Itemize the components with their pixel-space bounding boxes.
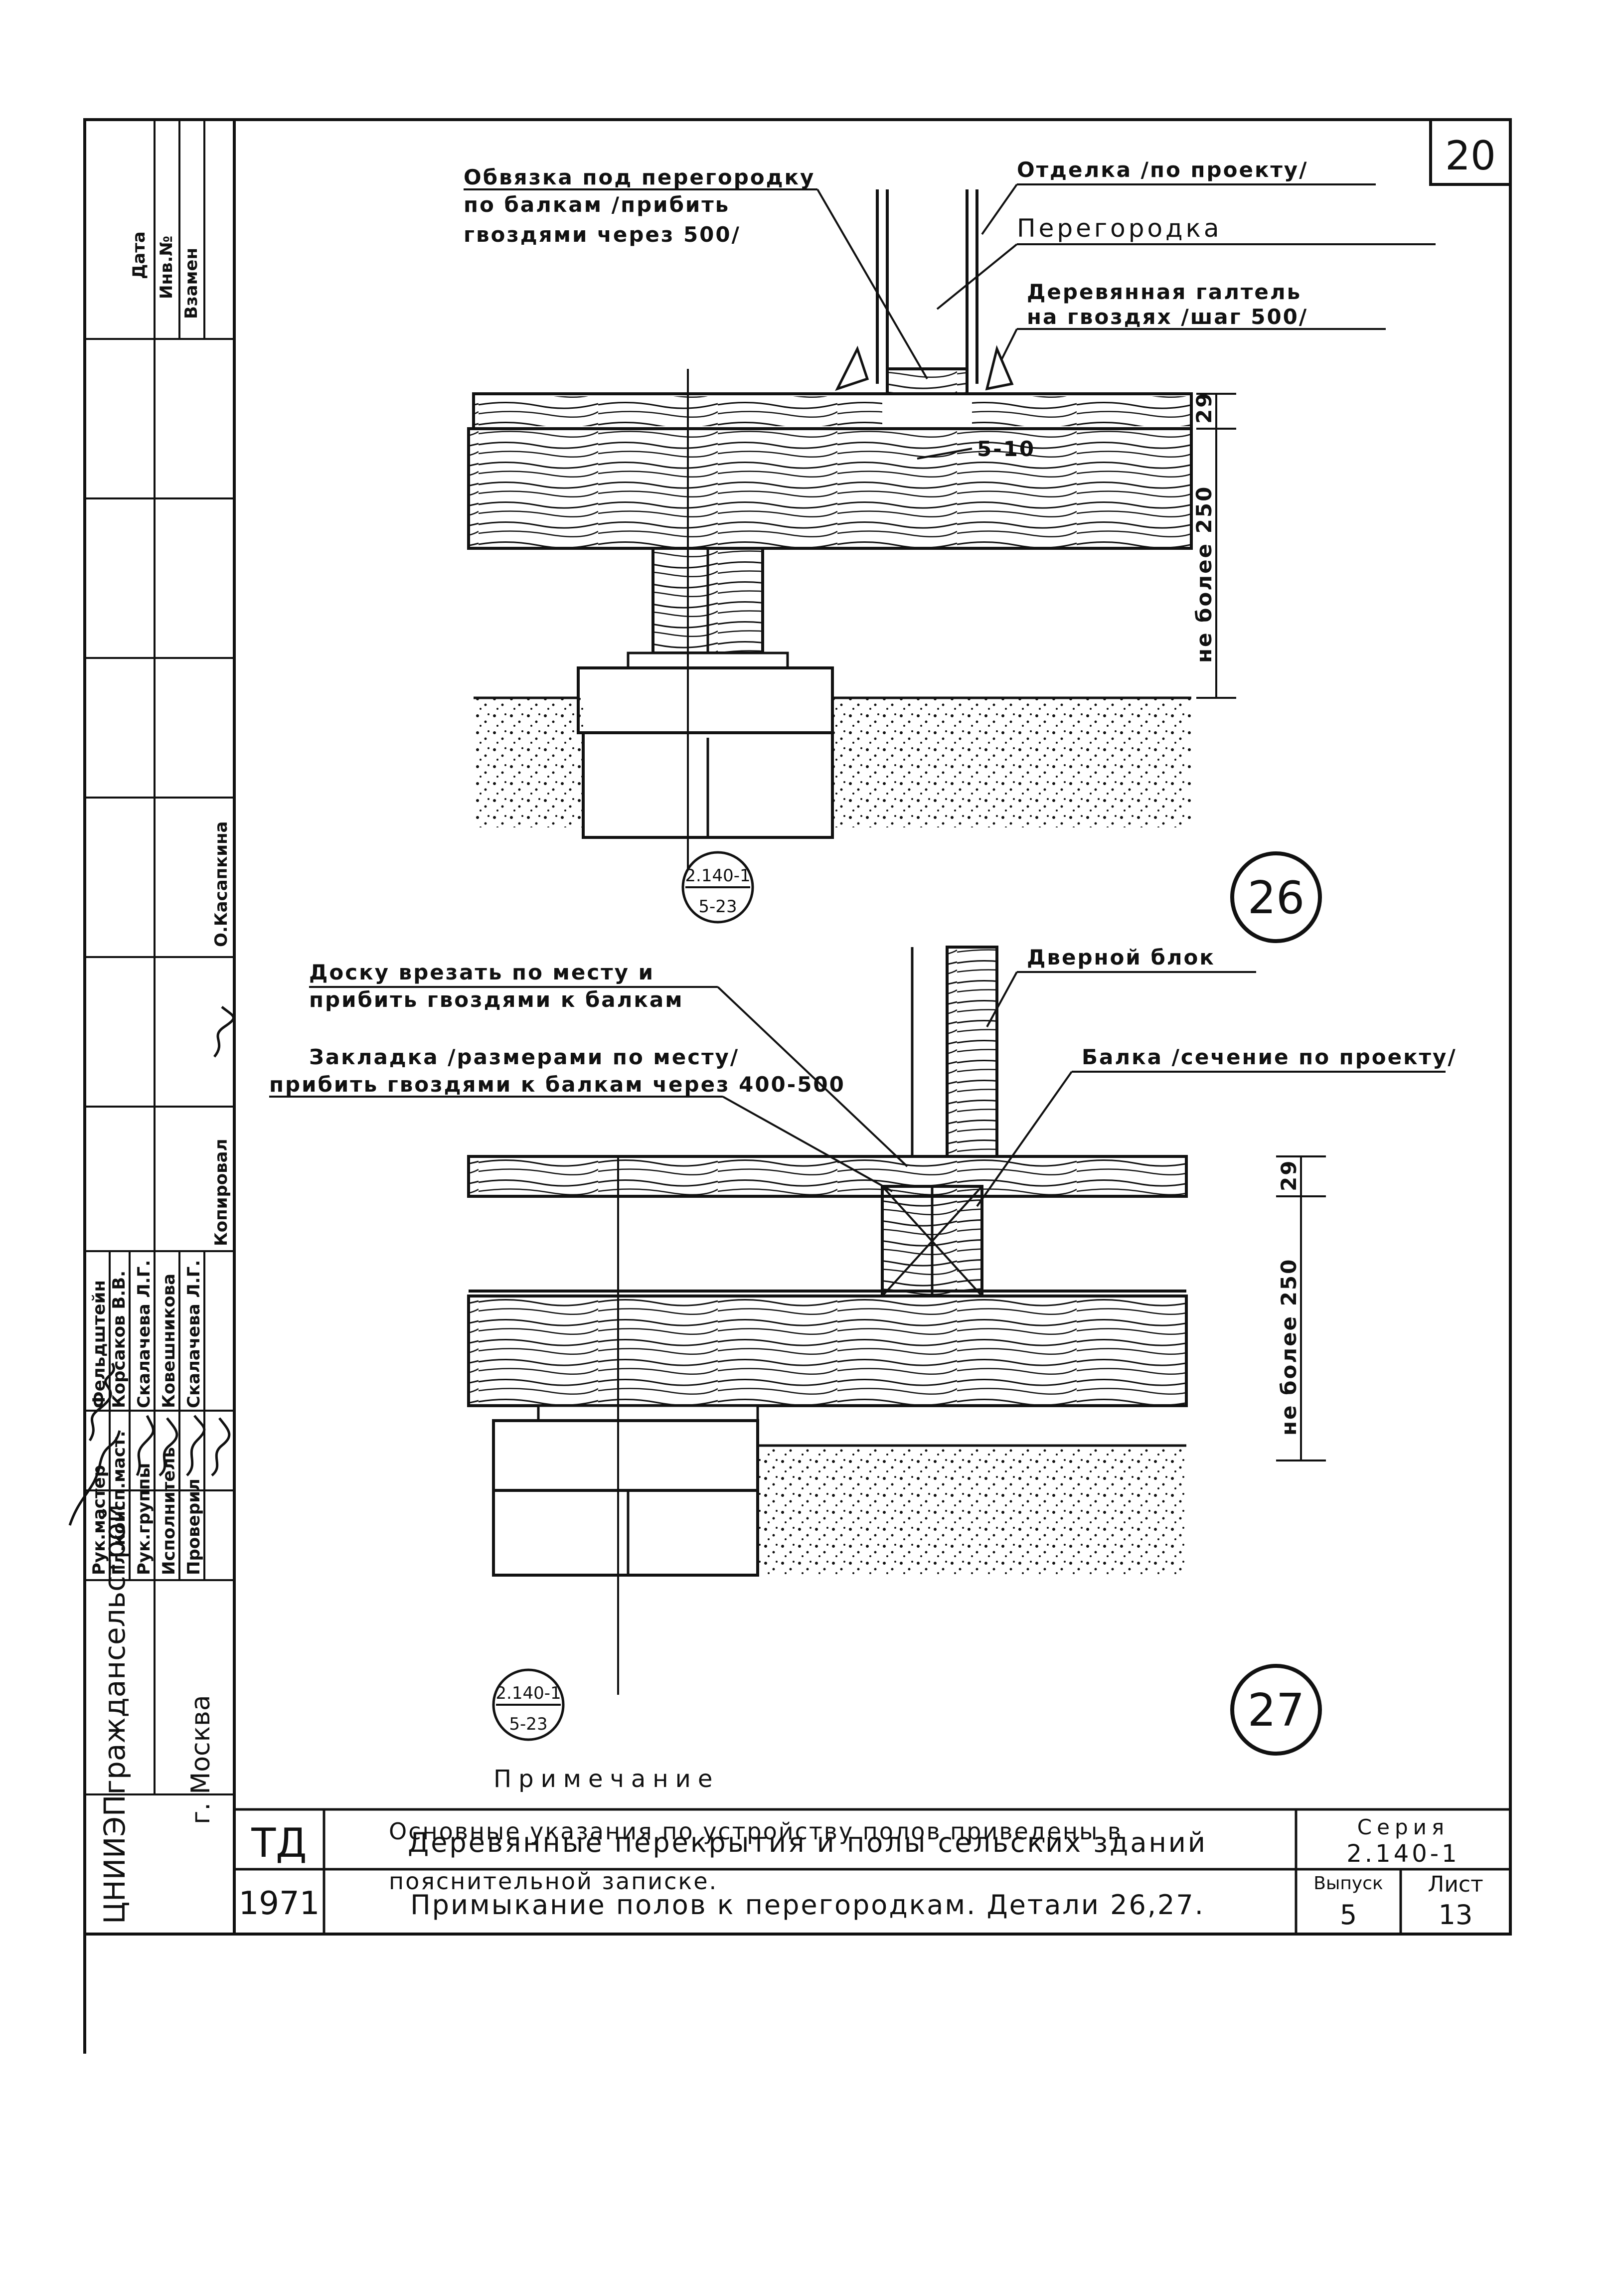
stamp-city: г. Москва xyxy=(186,1695,216,1824)
stamp-role-1: Рук.мастер xyxy=(89,1465,109,1575)
detail-26-ref-bottom: 5-23 xyxy=(698,897,737,917)
detail-26-finish: Отделка /по проекту/ xyxy=(1017,158,1308,182)
detail-26-molding-1: Деревянная галтель xyxy=(1027,280,1301,304)
stamp-organization: ЦНИИЭПграждансельстрой xyxy=(98,1504,132,1924)
sheet-value: 13 xyxy=(1439,1899,1473,1931)
detail-27-board-1: Доску врезать по месту и xyxy=(309,960,654,984)
sheet-frame xyxy=(83,118,1512,2054)
note-title: Примечание xyxy=(493,1765,719,1793)
detail-26-gap: 5-10 xyxy=(977,437,1035,461)
title-subtitle: Примыкание полов к перегородкам. Детали … xyxy=(410,1889,1205,1921)
detail-26-dim-top: 29 xyxy=(1192,392,1216,424)
title-stage: ТД xyxy=(251,1820,307,1866)
detail-27-insert-2: прибить гвоздями к балкам через 400-500 xyxy=(269,1072,845,1097)
note-line-2: пояснительной записке. xyxy=(389,1868,718,1895)
detail-27-insert-1: Закладка /размерами по месту/ xyxy=(309,1045,739,1069)
stamp-role-4: Исполнитель xyxy=(159,1447,179,1575)
title-main: Деревянные перекрытия и полы сельских зд… xyxy=(408,1827,1207,1858)
stamp-name-1: Фельдштейн xyxy=(89,1280,109,1408)
detail-27-drawing xyxy=(269,946,1446,1756)
detail-27-dim-height: не более 250 xyxy=(1277,1258,1301,1436)
issue-label: Выпуск xyxy=(1313,1873,1383,1894)
detail-26-strapping-1: Обвязка под перегородку xyxy=(464,165,815,189)
stamp-copied-label: Копировал xyxy=(211,1138,231,1246)
detail-27-board-2: прибить гвоздями к балкам xyxy=(309,987,684,1012)
issue-value: 5 xyxy=(1340,1899,1357,1931)
side-stamp xyxy=(85,120,234,1795)
series-label: Серия xyxy=(1357,1815,1449,1839)
stamp-inventory: Инв.№ xyxy=(157,236,176,299)
detail-26-dim-height: не более 250 xyxy=(1192,486,1216,663)
detail-27-ref-top: 2.140-1 xyxy=(495,1683,561,1703)
detail-27-marker: 27 xyxy=(1248,1684,1305,1737)
detail-26-ref-top: 2.140-1 xyxy=(685,866,750,886)
detail-27-ref-bottom: 5-23 xyxy=(509,1714,547,1734)
stamp-role-3: Рук.группы xyxy=(134,1463,154,1575)
stamp-replaces: Взамен xyxy=(181,248,201,319)
detail-26-strapping-3: гвоздями через 500/ xyxy=(464,222,741,247)
detail-27-door-block: Дверной блок xyxy=(1027,945,1215,970)
sheet-label: Лист xyxy=(1428,1872,1483,1897)
detail-26-marker: 26 xyxy=(1248,872,1305,924)
stamp-name-2: Корсаков В.В. xyxy=(109,1271,129,1408)
title-block xyxy=(234,1808,1510,1934)
stamp-copied-name: О.Касапкина xyxy=(211,821,231,947)
signature-marks xyxy=(68,1006,235,1526)
detail-26-partition: Перегородка xyxy=(1017,214,1222,243)
sheet-number: 20 xyxy=(1445,133,1496,179)
stamp-name-4: Ковешникова xyxy=(159,1274,179,1408)
stamp-date: Дата xyxy=(129,231,149,279)
detail-26-molding-2: на гвоздях /шаг 500/ xyxy=(1027,305,1308,329)
detail-26-drawing xyxy=(464,183,1436,943)
detail-27-dim-top: 29 xyxy=(1277,1159,1301,1191)
series-value: 2.140-1 xyxy=(1346,1840,1460,1868)
detail-26-strapping-2: по балкам /прибить xyxy=(464,192,730,217)
stamp-name-5: Скалачева Л.Г. xyxy=(184,1260,204,1408)
detail-27-beam: Балка /сечение по проекту/ xyxy=(1082,1045,1457,1069)
stamp-name-3: Скалачева Л.Г. xyxy=(134,1260,154,1408)
title-year: 1971 xyxy=(239,1885,320,1922)
stamp-role-2: Гл.консп.маст. xyxy=(109,1431,129,1575)
stamp-role-5: Проверил xyxy=(184,1478,204,1575)
note-line-1: Основные указания по устройству полов пр… xyxy=(389,1818,1123,1845)
